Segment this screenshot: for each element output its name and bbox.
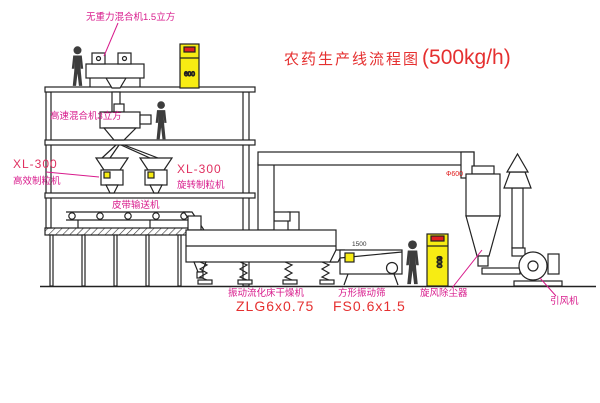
granulator-right-machine [138,157,174,194]
label-dryer: 振动流化床干燥机 [228,288,305,299]
floor-slab-2 [44,139,256,146]
exhaust-duct [257,151,475,179]
cabinet-top-text: 600 [184,71,195,78]
label-screen: 方形振动筛 [338,288,386,299]
cabinet-right-text: 600 [435,256,442,268]
label-high-speed-mixer: 高速混合机3立方 [50,111,122,122]
hatched-platform [44,227,189,236]
worker-figure-mid [155,101,167,140]
indicator-light [147,171,155,179]
label-screen-model: FS0.6x1.5 [333,298,406,314]
label-dryer-model: ZLG6x0.75 [236,298,315,314]
screen-dimension-text: 1500 [352,241,367,248]
support-leg [177,234,182,287]
control-cabinet-top: 600 [179,43,200,89]
leader-lines [45,22,557,297]
vibrating-screen-machine [329,249,403,286]
floor-slab-3 [44,192,256,199]
building-structure [40,86,596,288]
granulator-left-machine [94,157,130,194]
cabinet-red-lamp [183,46,196,53]
floor-slab-1 [44,86,256,93]
label-granulator-left: 高效制粒机 [13,176,61,187]
induced-draft-fan-machine [511,247,563,287]
indicator-light [103,171,111,179]
y-chute [101,144,159,159]
support-leg [113,234,118,287]
label-xl300-left: XL-300 [13,157,58,171]
diagram-title: 农药生产线流程图 (500kg/h) [284,46,511,70]
zero-gravity-mixer [85,52,145,113]
screen-motor-yellow [344,252,355,263]
worker-figure-top [71,46,84,86]
label-cyclone: 旋风除尘器 [420,288,468,299]
dryer-springs [198,261,331,281]
screen-motor [385,261,399,275]
cyclone-diameter-text: Ф600 [446,171,463,178]
title-capacity: (500kg/h) [422,46,511,69]
cyclone-machine [465,165,521,275]
label-fan: 引风机 [550,296,579,307]
support-leg [49,234,54,287]
title-text: 农药生产线流程图 [284,51,421,68]
label-belt-conveyor: 皮带输送机 [112,200,160,211]
support-leg [145,234,150,287]
exhaust-stack [503,152,532,249]
fluid-bed-dryer-machine [185,162,337,285]
cabinet-red-lamp [430,235,445,242]
control-cabinet-right: 600 [426,233,449,287]
label-top-mixer: 无重力混合机1.5立方 [86,12,176,23]
worker-figure-ground [406,240,419,285]
high-speed-mixer [99,103,152,141]
support-leg [81,234,86,287]
belt-conveyor-machine [66,211,206,231]
label-granulator-right: 旋转制粒机 [177,180,225,191]
label-xl300-right: XL-300 [177,162,222,176]
